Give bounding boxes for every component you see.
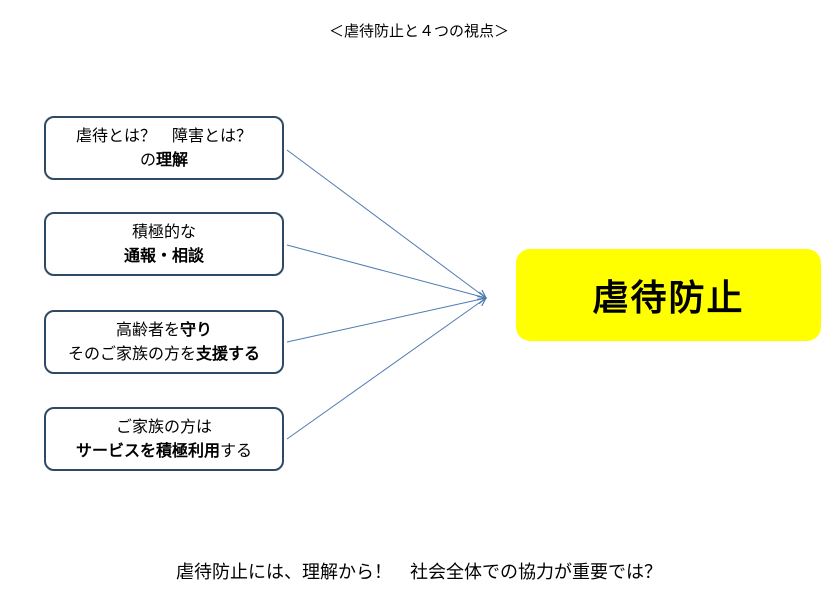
emphasis-text: 通報・相談 (123, 246, 204, 265)
perspective-box-4: ご家族の方はサービスを積極利用する (44, 407, 284, 471)
box-text: 虐待とは？ 障害とは？ (75, 126, 252, 145)
box-line: 積極的な (132, 220, 196, 244)
perspective-box-1: 虐待とは？ 障害とは？ の理解 (44, 116, 284, 180)
goal-box: 虐待防止 (516, 249, 821, 341)
emphasis-text: サービスを積極利用 (75, 441, 220, 460)
box-text: の (139, 150, 156, 169)
box-text: 積極的な (131, 222, 196, 241)
arrow-3 (286, 298, 486, 343)
box-line: ご家族の方は (116, 415, 212, 439)
arrow-4 (286, 298, 486, 440)
emphasis-text: 守り (180, 320, 213, 339)
emphasis-text: 理解 (156, 150, 189, 169)
perspective-box-2: 積極的な通報・相談 (44, 212, 284, 276)
box-text: 高齢者を (115, 320, 180, 339)
box-line: 虐待とは？ 障害とは？ (76, 124, 252, 148)
arrow-2 (286, 244, 486, 298)
box-line: 通報・相談 (124, 244, 204, 268)
footer-caption: 虐待防止には、理解から！ 社会全体での協力が重要では？ (176, 562, 662, 583)
box-text: そのご家族の方を (67, 344, 196, 363)
box-line: そのご家族の方を支援する (68, 342, 260, 366)
arrow-1 (286, 149, 486, 298)
box-text: する (220, 441, 253, 460)
emphasis-text: 支援する (196, 344, 261, 363)
diagram-title: ＜虐待防止と４つの視点＞ (328, 22, 509, 40)
box-line: サービスを積極利用する (76, 439, 252, 463)
box-text: ご家族の方は (115, 417, 212, 436)
perspective-box-3: 高齢者を守りそのご家族の方を支援する (44, 310, 284, 374)
box-line: 高齢者を守り (116, 318, 212, 342)
box-line: の理解 (140, 148, 188, 172)
